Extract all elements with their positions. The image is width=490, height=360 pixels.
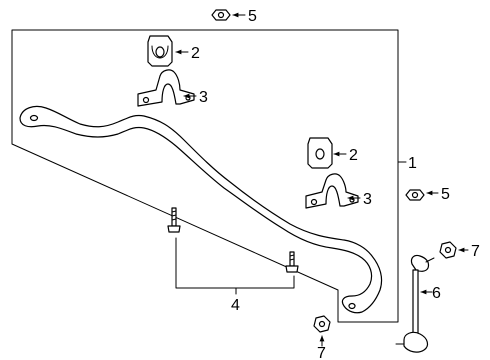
callout-3-mid: 3 <box>363 191 372 208</box>
callout-7-right: 7 <box>471 243 480 260</box>
bolt-icon <box>167 207 181 233</box>
callout-1: 1 <box>408 155 417 172</box>
nut-icon <box>405 189 425 201</box>
nut-icon <box>211 9 231 21</box>
callout-5-right: 5 <box>441 186 450 203</box>
bushing-icon <box>147 35 173 67</box>
callout-4: 4 <box>231 297 240 314</box>
bolt-icon <box>285 251 299 273</box>
nut-icon <box>439 241 457 259</box>
stabilizer-link-icon <box>395 254 435 353</box>
bushing-icon <box>307 137 333 169</box>
bracket-icon <box>305 173 359 209</box>
bracket-icon <box>137 69 195 107</box>
nut-icon <box>313 315 331 333</box>
callout-line-4 <box>175 237 295 289</box>
callout-6: 6 <box>432 285 441 302</box>
callout-3-top: 3 <box>199 89 208 106</box>
callout-7-bottom: 7 <box>317 345 326 360</box>
assembly-outline <box>11 29 399 323</box>
callout-2-top: 2 <box>191 45 200 62</box>
callout-5-top: 5 <box>248 8 257 25</box>
stabilizer-bar <box>19 105 383 314</box>
callout-2-mid: 2 <box>349 147 358 164</box>
